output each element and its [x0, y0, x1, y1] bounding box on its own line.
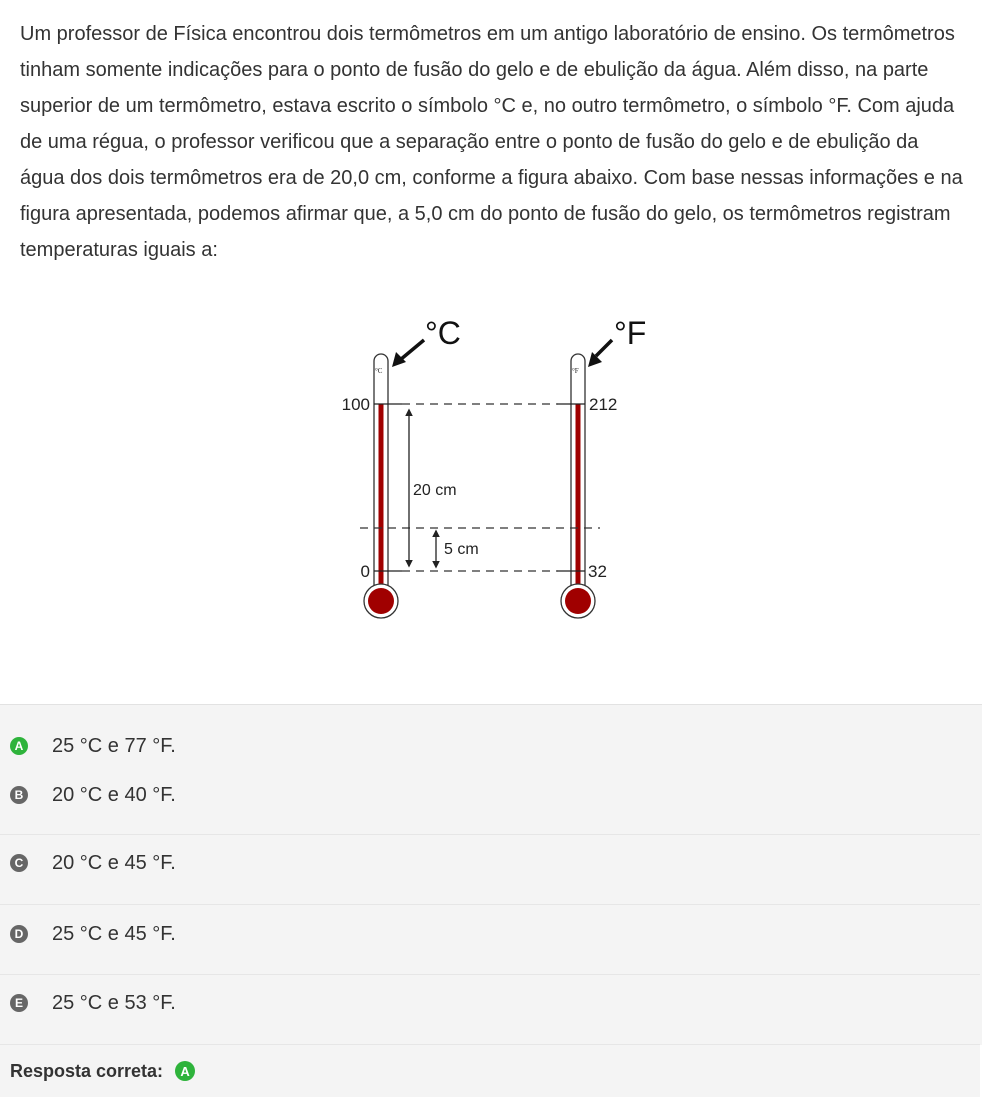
options-panel	[0, 704, 982, 1045]
separator	[0, 1044, 980, 1045]
fahrenheit-bottom-value: 32	[588, 562, 607, 581]
celsius-bulb	[368, 588, 394, 614]
option-e-badge: E	[10, 994, 28, 1012]
option-b[interactable]: B 20 °C e 40 °F.	[0, 779, 982, 811]
fahrenheit-mercury-column	[575, 404, 581, 596]
separator	[0, 974, 980, 975]
option-c-badge: C	[10, 854, 28, 872]
question-text: Um professor de Física encontrou dois te…	[20, 23, 963, 261]
option-d-badge: D	[10, 925, 28, 943]
option-d-text: 25 °C e 45 °F.	[52, 922, 176, 945]
option-e[interactable]: E 25 °C e 53 °F.	[0, 987, 982, 1019]
correct-answer-bar: Resposta correta: A	[0, 1045, 980, 1097]
celsius-small-label: °C	[375, 367, 383, 375]
option-d[interactable]: D 25 °C e 45 °F.	[0, 918, 982, 950]
option-c[interactable]: C 20 °C e 45 °F.	[0, 847, 982, 879]
fahrenheit-top-value: 212	[589, 395, 617, 414]
fahrenheit-thermometer: °F	[560, 353, 596, 619]
celsius-thermometer: °C	[363, 353, 399, 619]
separator	[0, 834, 980, 835]
twenty-cm-label: 20 cm	[413, 482, 457, 499]
celsius-bottom-value: 0	[361, 562, 370, 581]
five-cm-label: 5 cm	[444, 541, 479, 558]
separator	[0, 904, 980, 905]
option-b-badge: B	[10, 786, 28, 804]
option-b-text: 20 °C e 40 °F.	[52, 783, 176, 806]
fahrenheit-label: °F	[614, 315, 646, 351]
fahrenheit-small-label: °F	[572, 367, 579, 375]
option-a[interactable]: A 25 °C e 77 °F.	[0, 730, 982, 762]
option-c-text: 20 °C e 45 °F.	[52, 851, 176, 874]
fahrenheit-pointer-arrow	[594, 338, 614, 358]
correct-answer-badge: A	[175, 1061, 196, 1081]
celsius-label: °C	[425, 315, 461, 351]
option-e-text: 25 °C e 53 °F.	[52, 991, 176, 1014]
celsius-top-value: 100	[342, 395, 370, 414]
option-a-text: 25 °C e 77 °F.	[52, 734, 176, 757]
option-a-badge: A	[10, 737, 28, 755]
thermometers-figure: °C °F °C °F 100 0 212 32 2	[330, 312, 650, 632]
celsius-pointer-arrow	[398, 338, 426, 362]
celsius-mercury-column	[378, 404, 384, 596]
fahrenheit-bulb	[565, 588, 591, 614]
correct-answer-label: Resposta correta:	[10, 1060, 164, 1081]
